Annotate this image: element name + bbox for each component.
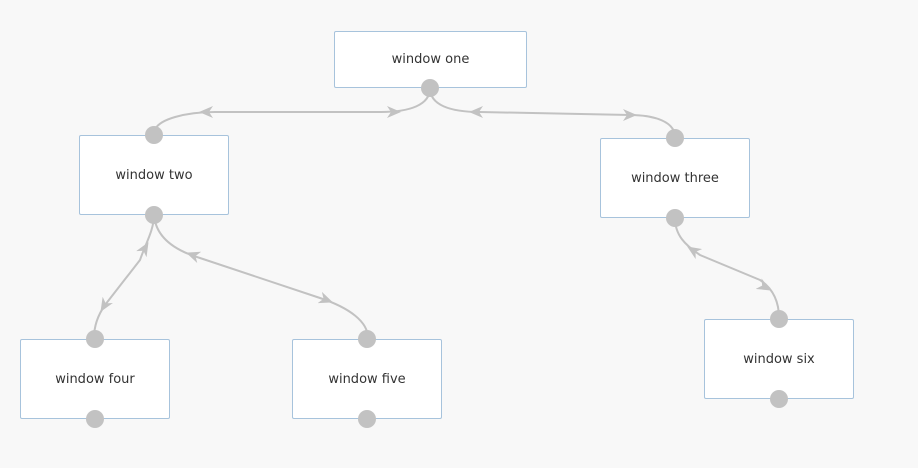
window-five-bottom-endpoint[interactable] [358, 410, 376, 428]
window-two-bottom-endpoint[interactable] [145, 206, 163, 224]
window-six-top-endpoint[interactable] [770, 310, 788, 328]
window-three-label: window three [631, 170, 719, 186]
window-one-bottom-endpoint[interactable] [421, 79, 439, 97]
window-two-top-endpoint[interactable] [145, 126, 163, 144]
window-four-bottom-endpoint[interactable] [86, 410, 104, 428]
connector-window-two-window-five[interactable] [153, 214, 369, 339]
window-three-node[interactable]: window three [600, 138, 750, 218]
window-two-label: window two [115, 167, 193, 183]
window-three-top-endpoint[interactable] [666, 129, 684, 147]
window-four-label: window four [55, 371, 135, 387]
window-one-label: window one [391, 52, 470, 67]
window-six-bottom-endpoint[interactable] [770, 390, 788, 408]
window-six-label: window six [743, 351, 815, 367]
window-four-node[interactable]: window four [20, 339, 170, 419]
window-five-label: window five [328, 371, 406, 387]
window-five-node[interactable]: window five [292, 339, 442, 419]
window-five-top-endpoint[interactable] [358, 330, 376, 348]
connector-window-one-window-three[interactable] [429, 87, 676, 138]
window-four-top-endpoint[interactable] [86, 330, 104, 348]
window-six-node[interactable]: window six [704, 319, 854, 399]
window-two-node[interactable]: window two [79, 135, 229, 215]
connector-window-two-window-four[interactable] [93, 214, 155, 339]
window-one-node[interactable]: window one [334, 31, 527, 88]
window-three-bottom-endpoint[interactable] [666, 209, 684, 227]
connector-window-one-window-two[interactable] [153, 87, 431, 135]
connector-window-three-window-six[interactable] [674, 217, 780, 319]
